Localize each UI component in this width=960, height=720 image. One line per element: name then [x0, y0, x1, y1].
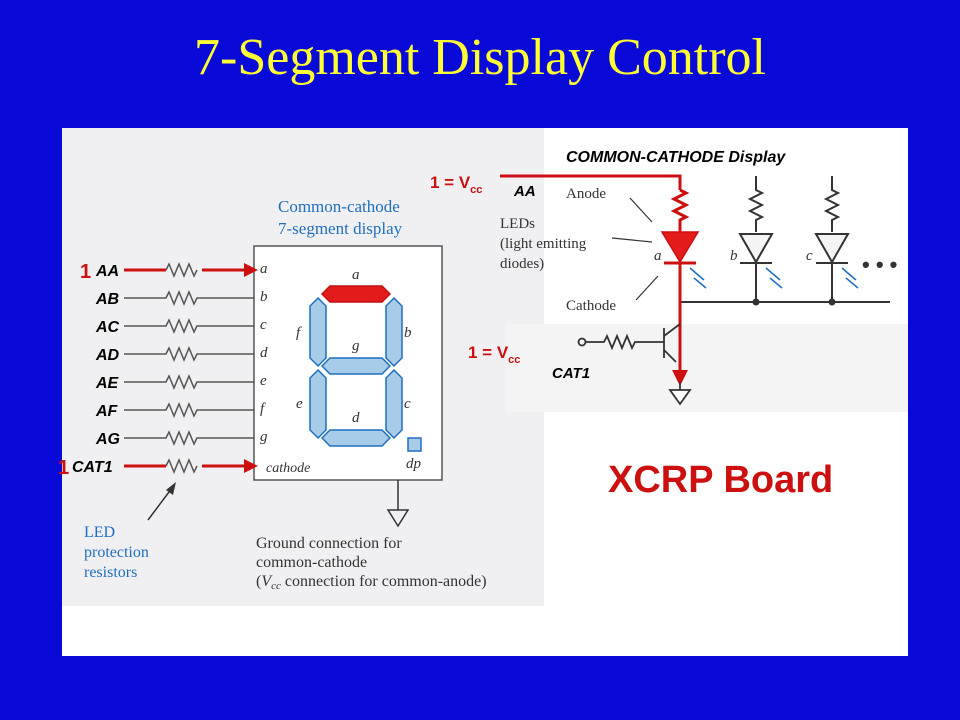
right-figure-bg: [506, 324, 908, 412]
pin-letter-c: c: [260, 317, 267, 333]
segment-label-e: e: [296, 396, 303, 412]
pin-letter-d: d: [260, 345, 268, 361]
anode-label: Anode: [566, 186, 606, 202]
pin-label-ab: AB: [95, 291, 119, 308]
pin-letter-f: f: [260, 401, 266, 417]
diode-label-c: c: [806, 248, 813, 264]
ground-note-line1: Ground connection for: [256, 535, 402, 552]
pin-label-ag: AG: [95, 431, 120, 448]
segment-f: [309, 296, 327, 368]
resistor-b: [747, 176, 765, 232]
resistor-note-line3: resistors: [84, 564, 137, 581]
segment-a: [320, 285, 392, 303]
active-path-a: [500, 174, 696, 360]
resistor-row-af: [124, 402, 254, 418]
pointer-arrows: [611, 197, 659, 301]
vcc-wire: [500, 174, 682, 190]
resistor-note-arrow: [147, 482, 176, 521]
resistor-row-ad: [124, 346, 254, 362]
ellipsis: • • •: [862, 252, 897, 277]
node-b: [752, 298, 760, 306]
slide-title: 7-Segment Display Control: [194, 29, 766, 86]
segment-label-b: b: [404, 325, 412, 341]
segment-label-d: d: [352, 410, 360, 426]
segment-label-a: a: [352, 267, 360, 283]
pin-label-ad: AD: [95, 347, 120, 364]
cathode-label-right: Cathode: [566, 298, 616, 314]
vcc-top-label: 1 = Vcc: [430, 173, 482, 196]
resistor-zigzag-cat1: [165, 458, 198, 474]
pin-label-cat1: CAT1: [72, 459, 113, 476]
ground-symbol: [386, 480, 410, 528]
light-arrows: [689, 267, 859, 289]
vcc-mid-label: 1 = Vcc: [468, 343, 520, 366]
pin-label-af: AF: [95, 403, 119, 420]
resistor-c: [823, 176, 841, 232]
segment-d: [320, 429, 392, 447]
diode-label-b: b: [730, 248, 738, 264]
resistor-rows: [124, 262, 254, 474]
resistor-note-line2: protection: [84, 544, 149, 561]
segment-dp: [407, 437, 422, 452]
pin-label-aa: AA: [95, 263, 119, 280]
segment-label-f: f: [296, 325, 302, 341]
ground-note-line2: common-cathode: [256, 554, 367, 571]
left-heading-line2: 7-segment display: [278, 219, 403, 238]
cat1-label-right: CAT1: [552, 365, 590, 382]
arrow-cat1: [244, 459, 258, 473]
active-wires: [124, 268, 248, 468]
transistor-cat1: [577, 323, 692, 406]
segment-label-g: g: [352, 338, 360, 354]
resistor-row-ab: [124, 290, 254, 306]
vcc-top-sub: cc: [470, 184, 482, 196]
resistor-row-ae: [124, 374, 254, 390]
ground-note-rest: connection for common-anode): [281, 573, 487, 590]
pin-letter-a: a: [260, 261, 268, 277]
ground-note-vcc-sub: cc: [271, 580, 281, 592]
pin-label-ae: AE: [95, 375, 120, 392]
segment-b: [385, 296, 403, 368]
vcc-mid-sub: cc: [508, 354, 520, 366]
vcc-top-text: 1 = V: [430, 173, 471, 192]
segment-g: [320, 357, 392, 375]
resistor-a: [670, 188, 690, 232]
leds-note-line1: LEDs: [500, 216, 535, 232]
aa-label-right: AA: [513, 183, 536, 200]
leds-note-line2: (light emitting: [500, 236, 587, 252]
seven-segment: [309, 285, 422, 452]
diode-b: [738, 233, 774, 265]
resistor-row-ag: [124, 430, 254, 446]
dp-label: dp: [406, 456, 422, 472]
pin-label-ac: AC: [95, 319, 120, 336]
pin-letter-b: b: [260, 289, 268, 305]
ground-note-vcc: V: [261, 573, 273, 590]
cathode-label: cathode: [266, 461, 310, 476]
pin-letter-g: g: [260, 429, 268, 445]
resistor-note-line1: LED: [84, 524, 115, 541]
marker-cat1-one: 1: [58, 457, 69, 479]
diode-array: [680, 176, 890, 303]
leds-note-line3: diodes): [500, 256, 544, 272]
left-heading-line1: Common-cathode: [278, 197, 400, 216]
vcc-mid-text: 1 = V: [468, 343, 509, 362]
arrow-aa: [244, 263, 258, 277]
board-label: XCRP Board: [608, 459, 833, 501]
diode-c: [814, 233, 850, 265]
marker-aa-one: 1: [80, 261, 91, 283]
current-arrow: [672, 370, 688, 386]
ground-note-line3: (Vcc connection for common-anode): [256, 573, 487, 592]
segment-label-c: c: [404, 396, 411, 412]
node-c: [828, 298, 836, 306]
segment-c: [385, 368, 403, 440]
resistor-row-ac: [124, 318, 254, 334]
diode-label-a: a: [654, 248, 662, 264]
right-heading: COMMON-CATHODE Display: [566, 149, 786, 166]
segment-e: [309, 368, 327, 440]
resistor-zigzag-aa: [165, 262, 198, 278]
diode-a: [660, 231, 700, 264]
pin-letter-e: e: [260, 373, 267, 389]
